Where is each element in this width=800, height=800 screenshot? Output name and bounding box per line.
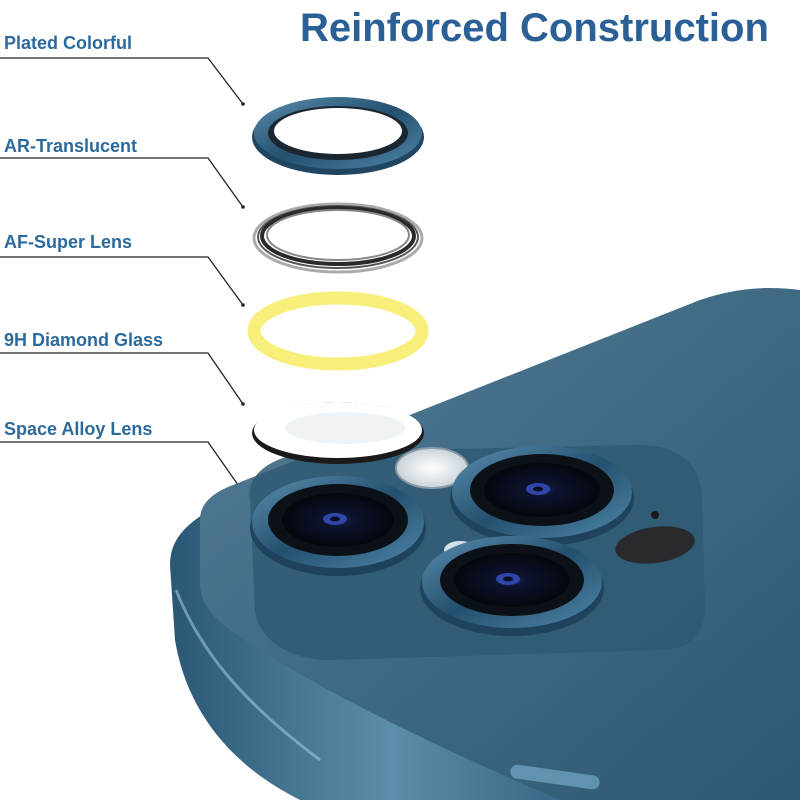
layer-label-ar-translucent: AR-Translucent — [4, 136, 138, 156]
glass-disc-icon — [252, 402, 424, 464]
layer-label-af-super-lens: AF-Super Lens — [4, 232, 133, 252]
leader-line-3 — [0, 256, 244, 306]
ar-film-ring-icon — [252, 202, 424, 274]
lidar-sensor — [615, 526, 695, 564]
page-title: Reinforced Construction — [300, 6, 769, 50]
af-yellow-ring-icon — [247, 291, 429, 371]
layer-label-space-alloy-lens: Space Alloy Lens — [4, 419, 153, 439]
leader-line-2 — [0, 157, 244, 208]
leader-line-4 — [0, 352, 244, 405]
side-button — [510, 764, 600, 790]
camera-lens-left — [250, 476, 426, 576]
leader-dots — [241, 102, 245, 494]
leader-line-5 — [0, 441, 244, 493]
metal-ring-icon — [252, 97, 424, 175]
layer-label-plated-colorful: Plated Colorful — [4, 33, 133, 53]
layer-label-9h-diamond-glass: 9H Diamond Glass — [4, 330, 164, 350]
leader-lines — [0, 57, 244, 493]
camera-lens-top-right — [450, 446, 634, 546]
camera-lens-bottom — [420, 536, 604, 636]
microphone-hole — [651, 511, 659, 519]
leader-line-1 — [0, 57, 244, 105]
